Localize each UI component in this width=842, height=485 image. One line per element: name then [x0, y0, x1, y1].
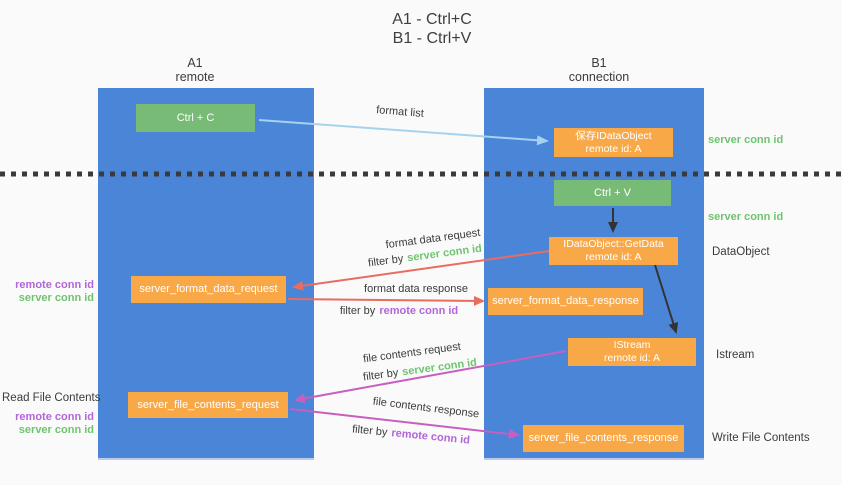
label-left-conn-ids-1: remote conn id server conn id [9, 279, 94, 305]
node-idataobject-getdata: IDataObject::GetData remote id: A [549, 237, 678, 265]
label-right-server-conn-id-1: server conn id [708, 134, 783, 147]
remote-conn-id-text: remote conn id [15, 411, 94, 423]
label-right-server-conn-id-2: server conn id [708, 211, 783, 224]
node-server-format-data-request-label: server_format_data_request [139, 283, 278, 295]
node-server-file-contents-response-label: server_file_contents_response [528, 432, 679, 444]
label-write-file-contents: Write File Contents [712, 432, 810, 445]
server-conn-id-text: server conn id [18, 292, 94, 304]
node-server-file-contents-request-label: server_file_contents_request [137, 398, 279, 411]
node-getdata-line1: IDataObject::GetData [563, 238, 664, 250]
lane-b1-name: B1 [591, 56, 607, 70]
node-save-idataobject-line2: remote id: A [585, 142, 642, 155]
istream-text: Istream [716, 349, 755, 361]
arrow-getdata-to-istream [654, 264, 679, 334]
label-read-file-contents: Read File Contents [2, 392, 100, 405]
node-ctrl-c-label: Ctrl + C [176, 111, 215, 124]
arrow-format-list [258, 119, 549, 146]
arrow-format-data-response [287, 295, 485, 306]
filter-by-text: filter by [339, 305, 376, 317]
read-file-contents-text: Read File Contents [2, 392, 101, 404]
node-getdata-line2: remote id: A [585, 251, 642, 263]
title-line-1: A1 - Ctrl+C [392, 11, 472, 28]
node-istream: IStream remote id: A [568, 338, 696, 366]
label-format-data-response: format data response [341, 283, 491, 295]
server-conn-id-text: server conn id [708, 134, 784, 146]
lane-a1-subtitle: remote [175, 70, 215, 84]
node-ctrl-c: Ctrl + C [136, 104, 255, 132]
write-file-contents-text: Write File Contents [712, 432, 810, 444]
node-istream-line2: remote id: A [603, 352, 661, 364]
node-ctrl-v-label: Ctrl + V [594, 186, 631, 199]
lane-b1-subtitle: connection [568, 70, 630, 84]
node-server-file-contents-response: server_file_contents_response [523, 425, 684, 452]
dataobject-text: DataObject [712, 246, 770, 258]
lane-a1-name: A1 [187, 56, 203, 70]
node-server-file-contents-request: server_file_contents_request [128, 392, 288, 418]
node-server-format-data-response-label: server_format_data_response [492, 295, 639, 307]
node-server-format-data-response: server_format_data_response [488, 288, 643, 315]
remote-conn-id-text: remote conn id [379, 305, 459, 317]
node-save-idataobject: 保存IDataObject remote id: A [554, 128, 673, 157]
arrow-file-contents-response [289, 408, 520, 439]
remote-conn-id-text: remote conn id [15, 279, 94, 291]
node-server-format-data-request: server_format_data_request [131, 276, 286, 303]
node-ctrl-v: Ctrl + V [554, 180, 671, 206]
node-istream-line1: IStream [613, 339, 651, 351]
arrow-format-data-request [292, 250, 550, 291]
lane-header-a1: A1 remote [135, 56, 255, 84]
title-line-2: B1 - Ctrl+V [392, 30, 472, 47]
label-dataobject: DataObject [712, 246, 770, 259]
label-istream: Istream [716, 349, 754, 362]
node-save-idataobject-line1: 保存IDataObject [575, 129, 652, 142]
server-conn-id-text: server conn id [708, 211, 784, 223]
server-conn-id-text: server conn id [18, 424, 94, 436]
label-left-conn-ids-2: remote conn id server conn id [9, 411, 94, 437]
label-format-data-response-text: format data response [364, 283, 468, 295]
diagram-title: A1 - Ctrl+C B1 - Ctrl+V [352, 10, 512, 48]
arrow-file-contents-request [294, 350, 567, 404]
lane-header-b1: B1 connection [539, 56, 659, 84]
